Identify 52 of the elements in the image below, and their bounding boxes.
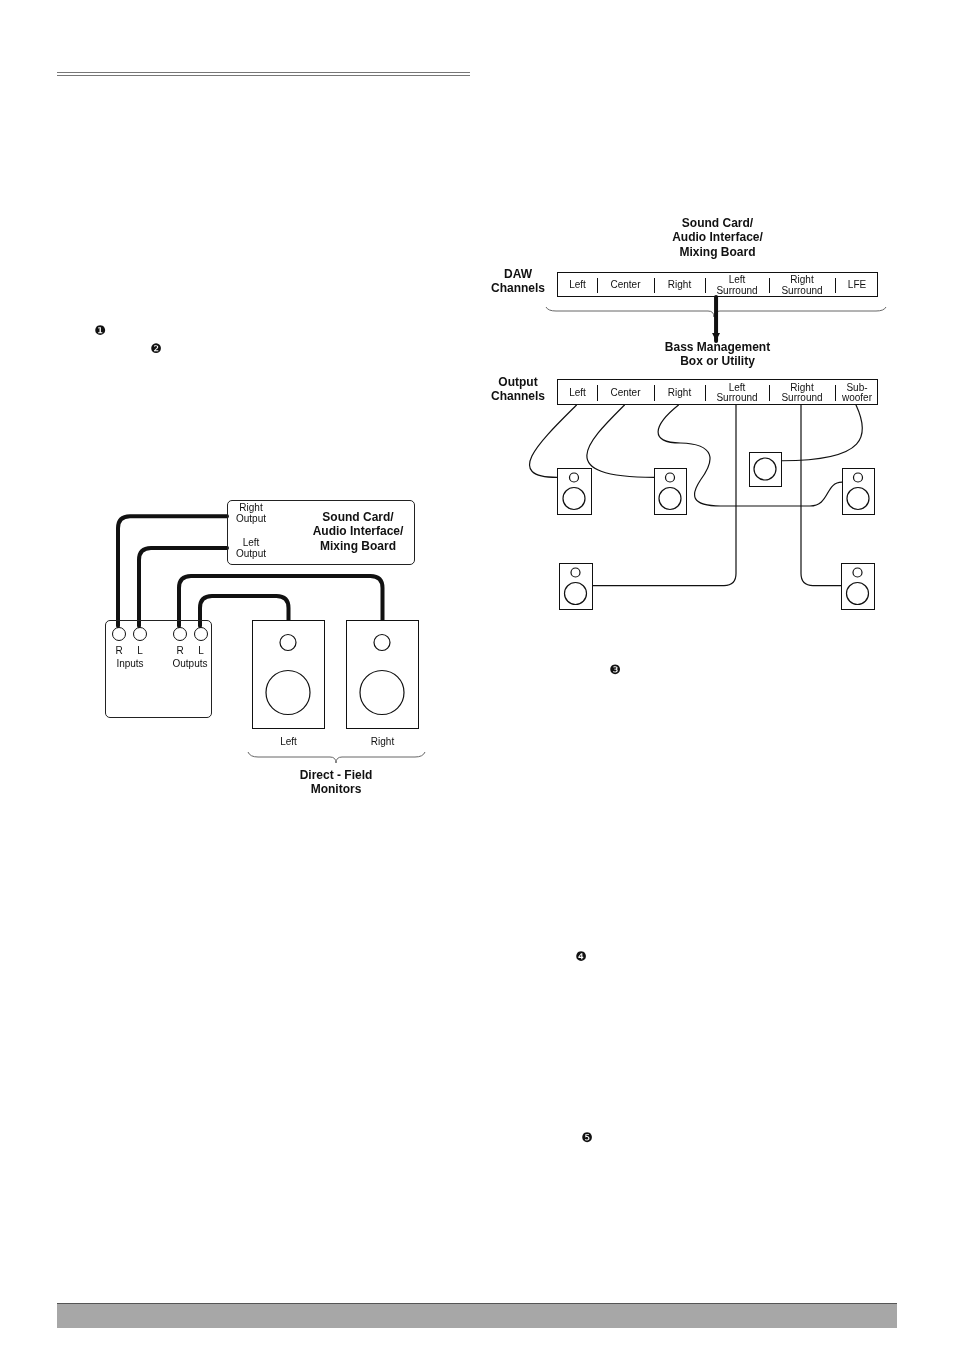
cable-line [592, 404, 737, 587]
callout-number: ❺ [580, 1130, 594, 1146]
speaker-drawing [557, 468, 592, 515]
arrow [712, 295, 721, 343]
speaker-drawing [559, 563, 593, 610]
stage-heading: Sound Card/ Audio Interface/ Mixing Board [671, 216, 764, 260]
cable-line [657, 404, 843, 507]
callout-number: ❸ [608, 662, 622, 678]
port-label: Inputs [115, 659, 145, 670]
port-label: Right Output [235, 503, 267, 524]
channel-label: Center [597, 380, 654, 406]
channel-label: Right [654, 380, 705, 406]
speaker-label: Left [279, 736, 298, 748]
channel-label: Left [558, 380, 597, 406]
channel-label: Right Surround [769, 273, 835, 298]
port-label: R [175, 646, 185, 657]
callout-number: ❶ [93, 323, 107, 339]
cable-line [137, 546, 229, 628]
callout-number: ❷ [149, 341, 163, 357]
cable-line [586, 404, 655, 478]
channel-label: Center [597, 273, 654, 298]
callout-number: ❹ [574, 949, 588, 965]
cable-line [177, 574, 385, 628]
port-label: Left Output [235, 538, 267, 559]
channel-label: Left [558, 273, 597, 298]
channel-label: Right [654, 273, 705, 298]
port-label: L [197, 646, 205, 657]
port-label: L [136, 646, 144, 657]
group-caption: Direct - Field Monitors [298, 768, 374, 797]
port-label: Outputs [171, 659, 209, 670]
port-label: R [114, 646, 124, 657]
speaker-drawing [252, 620, 325, 729]
cable-line [116, 514, 229, 628]
cable-line [781, 404, 864, 462]
speaker-label: Right [369, 736, 396, 748]
channel-label: Left Surround [705, 380, 769, 406]
stage-heading: Bass Management Box or Utility [663, 340, 772, 369]
channel-label: Sub- woofer [835, 380, 879, 406]
row-label: Output Channels [490, 376, 546, 404]
cable-line [800, 404, 842, 587]
channel-label: Left Surround [705, 273, 769, 298]
source-device-box [227, 500, 415, 565]
row-label: DAW Channels [490, 268, 546, 296]
device-title: Sound Card/ Audio Interface/ Mixing Board [311, 510, 405, 554]
speaker-drawing [842, 468, 875, 515]
speaker-drawing [346, 620, 419, 729]
speaker-drawing [749, 452, 782, 487]
channel-label: LFE [835, 273, 879, 298]
device-panel [105, 620, 212, 718]
speaker-drawing [841, 563, 875, 610]
speaker-drawing [654, 468, 687, 515]
channel-label: Right Surround [769, 380, 835, 406]
